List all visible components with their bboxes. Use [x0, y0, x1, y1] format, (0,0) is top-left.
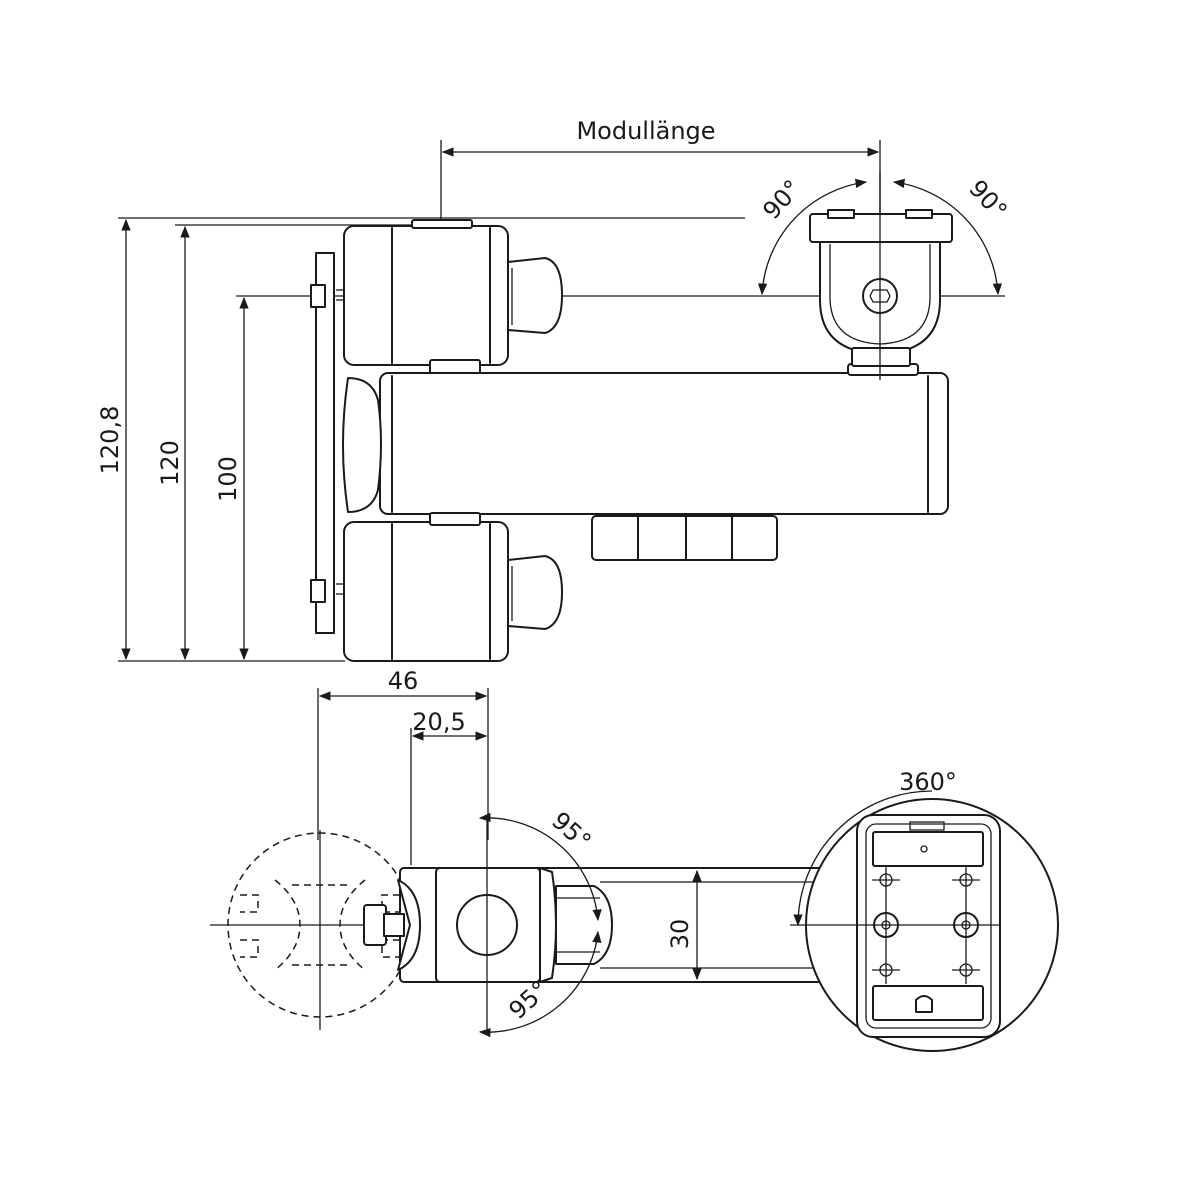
label-angle-tilt-right: 90° [963, 174, 1012, 224]
rotation-arc [793, 790, 933, 927]
label-angle-rotation: 360° [899, 768, 957, 796]
label-modullaenge: Modullänge [576, 117, 715, 145]
side-view: Modullänge 90° 90° 120,8 120 100 [96, 117, 1013, 662]
label-height-100: 100 [214, 456, 242, 502]
upper-knob [507, 257, 563, 334]
swivel-arc-bottom [478, 930, 602, 1038]
mounting-plate [315, 252, 335, 634]
label-angle-swivel-top: 95° [546, 806, 596, 855]
arm-hinge [342, 377, 382, 513]
tilt-head [809, 172, 953, 380]
swivel-arc-top [478, 812, 602, 922]
label-height-120-8: 120,8 [96, 406, 124, 475]
vesa-plate [790, 814, 1001, 1038]
top-view: 46 20,5 95° 95° 30 360° [210, 667, 1059, 1052]
upper-clamp-block [343, 225, 509, 366]
tilt-arc-left [757, 178, 868, 296]
label-height-120: 120 [156, 440, 184, 486]
lower-knob [507, 555, 563, 630]
cable-clips [591, 515, 778, 561]
label-thickness-30: 30 [666, 919, 694, 950]
label-width-46: 46 [388, 667, 419, 695]
lower-clamp-block [343, 521, 509, 662]
label-offset-20-5: 20,5 [412, 708, 465, 736]
tilt-arc-right [892, 178, 1003, 296]
label-angle-tilt-left: 90° [757, 174, 806, 224]
arm-body [379, 372, 949, 515]
clamp-screw [363, 904, 387, 946]
